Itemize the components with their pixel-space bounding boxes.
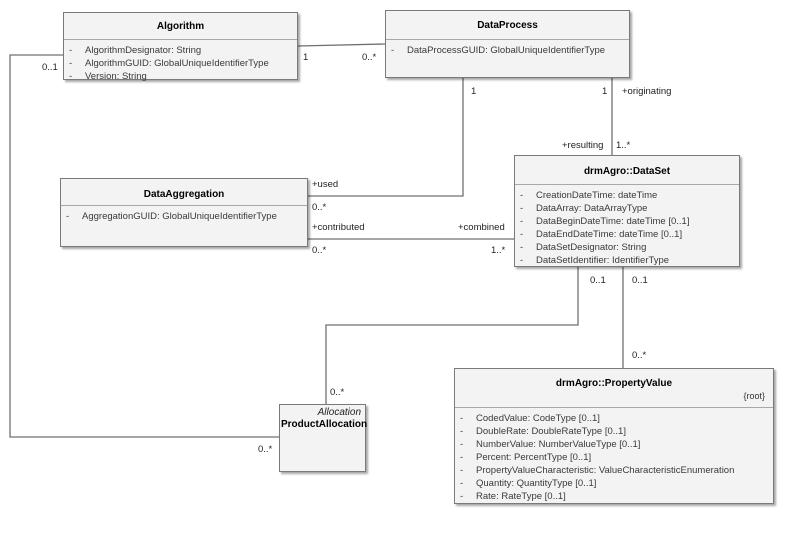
mult-combined: 1..* [491,245,506,256]
stereotype-root: {root} [743,391,765,401]
attribute-item: - DataProcessGUID: GlobalUniqueIdentifier… [386,44,629,57]
attribute-text: Quantity: QuantityType [0..1] [476,478,597,489]
class-dataset[interactable]: drmAgro::DataSet - CreationDateTime: date… [514,155,740,267]
attribute-item: - DataEndDateTime: dateTime [0..1] [515,228,739,241]
attribute-text: Version: String [85,71,147,82]
visibility-marker: - [520,255,524,266]
visibility-marker: - [460,478,464,489]
class-name: ProductAllocation [281,419,368,430]
attribute-text: DataSetDesignator: String [536,242,647,253]
role-used: +used [312,179,339,190]
visibility-marker: - [520,190,524,201]
attribute-text: DataBeginDateTime: dateTime [0..1] [536,216,690,227]
mult-ds-pv: 0..1 [632,275,648,286]
attribute-text: AggregationGUID: GlobalUniqueIdentifierT… [82,211,277,222]
visibility-marker: - [520,242,524,253]
assoc-dataprocess-dataaggregation [308,78,464,197]
attribute-text: DataProcessGUID: GlobalUniqueIdentifierT… [407,45,606,56]
attribute-text: DataArray: DataArrayType [536,203,648,214]
visibility-marker: - [460,413,464,424]
visibility-marker: - [460,465,464,476]
visibility-marker: - [520,216,524,227]
visibility-marker: - [460,426,464,437]
role-combined: +combined [458,222,505,233]
attribute-item: - AlgorithmGUID: GlobalUniqueIdentifierTy… [64,57,297,70]
class-productallocation[interactable]: Allocation ProductAllocation [279,404,368,472]
class-dataaggregation[interactable]: DataAggregation - AggregationGUID: Global… [60,178,308,247]
attribute-text: DoubleRate: DoubleRateType [0..1] [476,426,626,437]
visibility-marker: - [69,45,73,56]
mult-dp-dagg: 1 [471,86,477,97]
attribute-text: PropertyValueCharacteristic: ValueCharac… [476,465,735,476]
attribute-text: CreationDateTime: dateTime [536,190,658,201]
attribute-list: - AggregationGUID: GlobalUniqueIdentifier… [61,206,307,223]
attribute-text: DataSetIdentifier: IdentifierType [536,255,670,266]
attribute-item: - DoubleRate: DoubleRateType [0..1] [455,425,773,438]
attribute-item: - DataArray: DataArrayType [515,202,739,215]
attribute-text: NumberValue: NumberValueType [0..1] [476,439,641,450]
class-name: drmAgro::DataSet [583,166,671,177]
attribute-item: - CreationDateTime: dateTime [515,189,739,202]
parent-class-name: Allocation [317,407,361,418]
mult-dp-ds: 1 [602,86,608,97]
visibility-marker: - [391,45,395,56]
mult-used: 0..* [312,202,327,213]
attribute-item: - DataSetDesignator: String [515,241,739,254]
visibility-marker: - [520,229,524,240]
mult-pa-alg: 0..* [258,444,273,455]
visibility-marker: - [460,439,464,450]
mult-algorithm-pa: 0..1 [42,62,58,73]
assoc-algorithm-productallocation [9,54,279,438]
mult-resulting: 1..* [616,140,631,151]
mult-ds-pa: 0..1 [590,275,606,286]
visibility-marker: - [66,211,70,222]
mult-algorithm-dp: 1 [303,52,309,63]
role-originating: +originating [622,86,672,97]
attribute-item: - Quantity: QuantityType [0..1] [455,477,773,490]
assoc-dataset-productallocation [325,267,579,404]
attribute-text: AlgorithmGUID: GlobalUniqueIdentifierTyp… [85,58,269,69]
attribute-text: AlgorithmDesignator: String [85,45,202,56]
role-contributed: +contributed [312,222,365,233]
attribute-item: - Percent: PercentType [0..1] [455,451,773,464]
attribute-list: - AlgorithmDesignator: String - AlgorithmGU… [64,40,297,83]
mult-pa-ds: 0..* [330,387,345,398]
attribute-item: - CodedValue: CodeType [0..1] [455,412,773,425]
attribute-item: - AggregationGUID: GlobalUniqueIdentifier… [61,210,307,223]
attribute-item: - NumberValue: NumberValueType [0..1] [455,438,773,451]
visibility-marker: - [69,71,73,82]
attribute-item: - AlgorithmDesignator: String [64,44,297,57]
mult-pv: 0..* [632,350,647,361]
attribute-text: Rate: RateType [0..1] [476,491,566,502]
class-name: DataProcess [477,20,538,31]
class-name: drmAgro::PropertyValue [555,378,673,389]
attribute-item: - PropertyValueCharacteristic: ValueChara… [455,464,773,477]
assoc-algorithm-dataprocess [297,43,386,47]
attribute-list: - CodedValue: CodeType [0..1] - DoubleRate:… [455,408,773,503]
class-algorithm[interactable]: Algorithm - AlgorithmDesignator: String - A… [63,12,298,83]
class-propertyvalue[interactable]: drmAgro::PropertyValue {root} - CodedValu… [454,368,774,504]
role-resulting: +resulting [562,140,604,151]
attribute-list: - DataProcessGUID: GlobalUniqueIdentifier… [386,40,629,57]
attribute-item: - Version: String [64,70,297,83]
attribute-item: - DataBeginDateTime: dateTime [0..1] [515,215,739,228]
class-dataprocess[interactable]: DataProcess - DataProcessGUID: GlobalUniq… [385,10,630,78]
visibility-marker: - [520,203,524,214]
visibility-marker: - [69,58,73,69]
attribute-text: CodedValue: CodeType [0..1] [476,413,600,424]
class-name: Algorithm [156,21,205,32]
visibility-marker: - [460,491,464,502]
attribute-item: - DataSetIdentifier: IdentifierType [515,254,739,267]
class-name: DataAggregation [143,189,225,200]
attribute-text: Percent: PercentType [0..1] [476,452,592,463]
attribute-item: - Rate: RateType [0..1] [455,490,773,503]
visibility-marker: - [460,452,464,463]
mult-contributed: 0..* [312,245,327,256]
attribute-list: - CreationDateTime: dateTime - DataArray: D… [515,185,739,267]
attribute-text: DataEndDateTime: dateTime [0..1] [536,229,683,240]
mult-dataprocess-alg: 0..* [362,52,377,63]
